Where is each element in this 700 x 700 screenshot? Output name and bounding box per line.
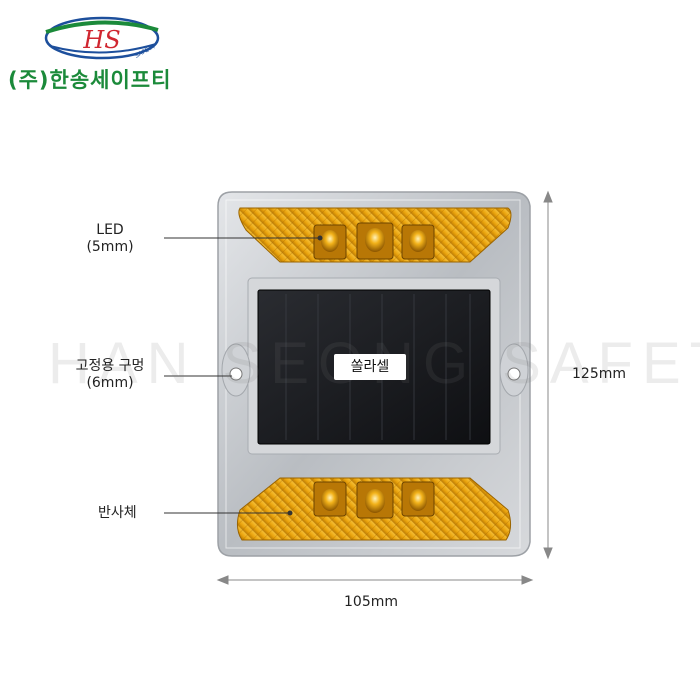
height-dimension-label: 125mm [572,366,626,382]
right-mounting-hole [499,343,529,397]
led-callout: LED (5mm) [70,222,150,256]
left-mounting-hole [221,343,251,397]
solar-cell-label: 쏠라셀 [334,354,406,380]
led-size-label: (5mm) [86,239,134,255]
width-dimension-label: 105mm [344,594,398,610]
height-dimension [543,190,553,560]
callout-lines [164,235,323,516]
reflector-label: 반사체 [98,505,137,521]
hole-size-label: (6mm) [86,375,134,391]
hs-safety-logo: HS SAFETY [44,16,160,60]
width-dimension [216,575,534,585]
hole-label: 고정용 구멍 [75,358,145,374]
led-label: LED [96,222,124,238]
logo-mark: HS [82,26,120,54]
bottom-led-group [313,481,435,519]
hole-callout: 고정용 구멍 (6mm) [60,358,160,392]
company-name: (주)한송세이프티 [8,68,172,92]
top-led-group [313,222,435,260]
